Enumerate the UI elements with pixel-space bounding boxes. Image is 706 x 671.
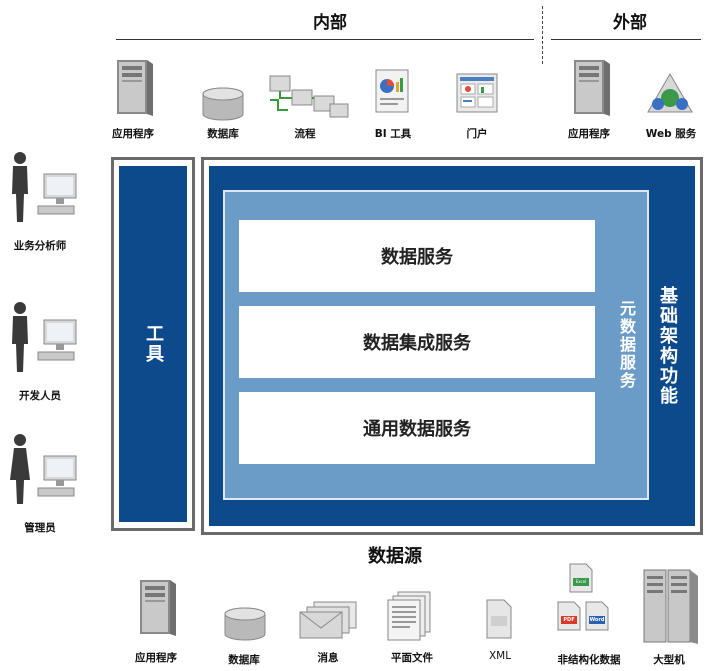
data-sources-header: 数据源 [368, 546, 422, 567]
metadata-services-title: 元数据服务 [617, 300, 636, 390]
internal-divider-line [116, 39, 534, 40]
portal-icon [456, 73, 498, 113]
flat-files-icon [387, 591, 431, 641]
internal-label-bi-tools: BI 工具 [374, 128, 412, 140]
infrastructure-panel: 数据服务 数据集成服务 通用数据服务 元数据服务 基础架构功能 [209, 166, 695, 526]
internal-label-applications: 应用程序 [112, 128, 154, 140]
source-label-mainframe: 大型机 [653, 654, 685, 666]
internal-label-database: 数据库 [207, 128, 239, 140]
source-label-xml: XML [488, 650, 512, 662]
developer-workstation-icon [12, 302, 77, 372]
source-label-messages: 消息 [317, 652, 339, 664]
external-label-applications: 应用程序 [568, 128, 610, 140]
common-data-services-box: 通用数据服务 [239, 392, 595, 464]
user-label-administrator: 管理员 [24, 522, 56, 534]
data-integration-services-box: 数据集成服务 [239, 306, 595, 378]
word-tag: Word [589, 617, 605, 623]
unstructured-data-icon [557, 563, 609, 631]
source-label-applications: 应用程序 [135, 652, 177, 664]
pdf-tag: PDF [563, 617, 575, 623]
external-header: 外部 [613, 13, 647, 33]
source-label-unstructured-data: 非结构化数据 [557, 654, 621, 666]
tools-panel: 工具 [119, 166, 187, 522]
infrastructure-block: 数据服务 数据集成服务 通用数据服务 元数据服务 基础架构功能 [201, 157, 703, 535]
process-icon [269, 75, 349, 118]
metadata-services-panel: 数据服务 数据集成服务 通用数据服务 元数据服务 [223, 190, 649, 500]
server-icon [117, 60, 153, 116]
xml-file-icon [486, 599, 512, 639]
data-services-box: 数据服务 [239, 220, 595, 292]
source-label-database: 数据库 [228, 654, 260, 666]
database-icon [224, 607, 266, 641]
bi-tools-icon [375, 69, 409, 113]
tools-title: 工具 [143, 324, 164, 364]
user-label-developer: 开发人员 [19, 390, 61, 402]
admin-workstation-icon [10, 434, 77, 504]
database-icon [202, 87, 244, 121]
server-icon [140, 580, 176, 636]
dashed-separator [542, 6, 543, 64]
analyst-workstation-icon [12, 152, 77, 222]
server-icon [574, 60, 610, 116]
internal-label-process: 流程 [294, 128, 316, 140]
external-label-web-service: Web 服务 [645, 128, 697, 140]
internal-header: 内部 [313, 13, 347, 33]
web-service-icon [647, 73, 693, 113]
tools-block: 工具 [111, 157, 195, 531]
messages-icon [299, 601, 357, 639]
internal-label-portal: 门户 [466, 128, 488, 140]
infrastructure-title: 基础架构功能 [657, 286, 678, 406]
user-label-business-analyst: 业务分析师 [13, 240, 67, 252]
mainframe-icon [643, 569, 698, 644]
external-divider-line [551, 39, 701, 40]
excel-tag: Excel [575, 579, 587, 584]
source-label-flat-files: 平面文件 [391, 652, 433, 664]
